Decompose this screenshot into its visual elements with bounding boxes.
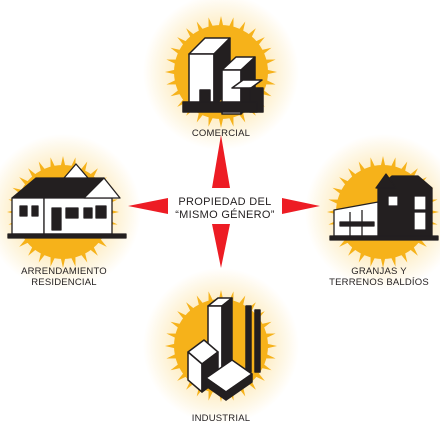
commercial-buildings-icon <box>182 37 264 115</box>
arrow-right <box>282 198 320 214</box>
center-label-line1: PROPIEDAD DEL <box>178 196 272 208</box>
house-icon <box>7 163 127 239</box>
barn-icon <box>329 173 439 241</box>
center-label-line2: “MISMO GÉNERO” <box>175 209 275 221</box>
factory-icon <box>187 297 261 401</box>
node-label-commercial: COMERCIAL <box>171 128 271 139</box>
node-label-residential-line2: RESIDENCIAL <box>31 277 97 288</box>
node-label-industrial-line1: INDUSTRIAL <box>191 413 251 424</box>
node-label-farms-line1: GRANJAS Y <box>351 266 407 277</box>
node-label-residential-line1: ARRENDAMIENTO <box>21 266 107 277</box>
arrow-up <box>212 135 230 188</box>
node-label-farms-line2: TERRENOS BALDÍOS <box>329 277 429 288</box>
arrow-down <box>212 224 230 268</box>
arrows <box>128 135 320 268</box>
center-label: PROPIEDAD DEL “MISMO GÉNERO” <box>160 196 290 222</box>
arrow-left <box>128 198 168 214</box>
node-label-industrial: INDUSTRIAL <box>171 413 271 424</box>
node-label-residential: ARRENDAMIENTO RESIDENCIAL <box>0 266 128 288</box>
node-label-farms: GRANJAS Y TERRENOS BALDÍOS <box>318 266 440 288</box>
node-label-commercial-line1: COMERCIAL <box>191 128 251 139</box>
